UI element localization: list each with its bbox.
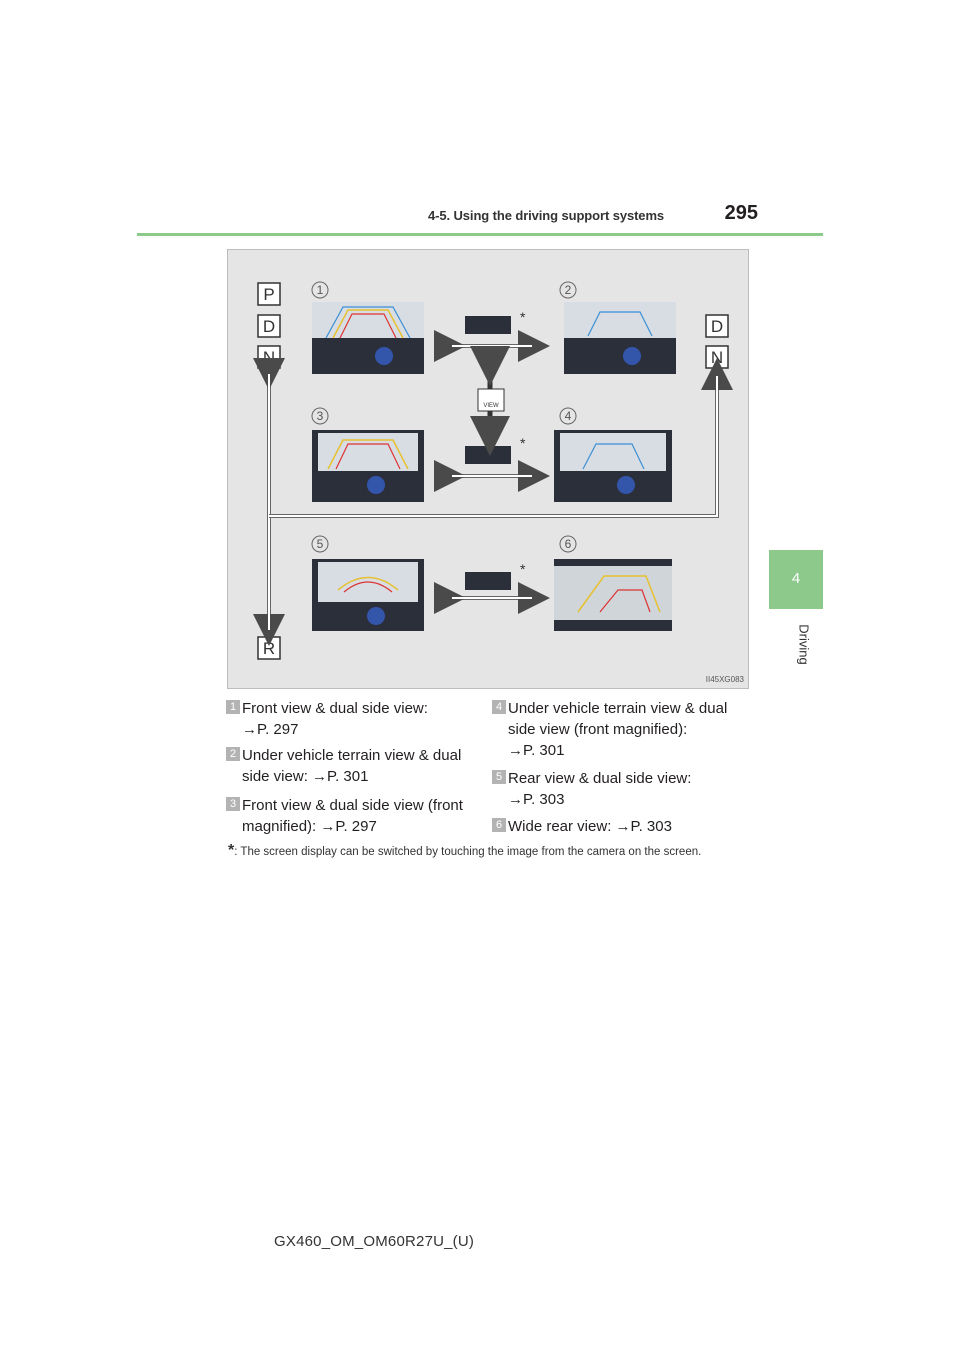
svg-text:N: N [711, 348, 723, 367]
screen-1 [312, 302, 424, 374]
svg-text:*: * [520, 435, 526, 451]
document-code: GX460_OM_OM60R27U_(U) [274, 1233, 475, 1250]
gear-r-box: R [257, 636, 281, 660]
svg-text:N: N [263, 348, 275, 367]
legend-item-6: 6 Wide rear view: →P. 303 [492, 816, 748, 836]
svg-text:*: * [520, 561, 526, 577]
footnote: *: The screen display can be switched by… [228, 842, 748, 861]
callout-3: 3 [311, 407, 329, 425]
switch-row-2: * [434, 435, 550, 492]
gear-p-box: P [257, 282, 281, 306]
svg-text:VIEW: VIEW [483, 403, 499, 409]
svg-text:5: 5 [317, 537, 324, 551]
screen-5 [312, 559, 424, 631]
page-number: 295 [724, 202, 758, 224]
legend-item-5: 5 Rear view & dual side view:→P. 303 [492, 768, 748, 808]
screen-2 [564, 302, 676, 374]
camera-view-diagram: P D N D N R [227, 249, 749, 689]
gear-d-box-left: D [257, 314, 281, 338]
svg-text:4: 4 [565, 409, 572, 423]
screen-4 [554, 430, 672, 502]
svg-text:3: 3 [317, 409, 324, 423]
svg-text:D: D [263, 317, 275, 336]
callout-2: 2 [559, 281, 577, 299]
callout-6: 6 [559, 535, 577, 553]
svg-text:D: D [711, 317, 723, 336]
page-header: 4-5. Using the driving support systems 2… [428, 202, 758, 228]
switch-row-1: * [434, 309, 550, 362]
screen-6 [554, 559, 672, 631]
svg-text:R: R [263, 639, 275, 658]
switch-row-3: * [434, 561, 550, 614]
screen-3 [312, 430, 424, 502]
footnote-mark: * [228, 842, 235, 859]
callout-4: 4 [559, 407, 577, 425]
figure-code: II45XG083 [705, 675, 744, 684]
gear-d-box-right: D [705, 314, 729, 338]
chapter-label-box: Driving [772, 613, 820, 673]
chapter-tab: 4 [769, 550, 823, 609]
svg-text:6: 6 [565, 537, 572, 551]
svg-text:P: P [263, 285, 274, 304]
callout-5: 5 [311, 535, 329, 553]
gear-n-box-right: N [705, 345, 729, 369]
header-rule [137, 233, 823, 236]
footnote-text: : The screen display can be switched by … [234, 846, 702, 858]
callout-1: 1 [311, 281, 329, 299]
svg-text:1: 1 [317, 283, 324, 297]
section-title: 4-5. Using the driving support systems [428, 208, 665, 223]
svg-text:*: * [520, 309, 526, 325]
gear-n-box-left: N [257, 345, 281, 369]
svg-text:2: 2 [565, 283, 572, 297]
chapter-number: 4 [791, 570, 801, 587]
legend-item-1: 1 Front view & dual side view:→P. 297 [226, 698, 482, 738]
view-switch: VIEW [470, 346, 510, 456]
chapter-label: Driving [796, 624, 812, 665]
